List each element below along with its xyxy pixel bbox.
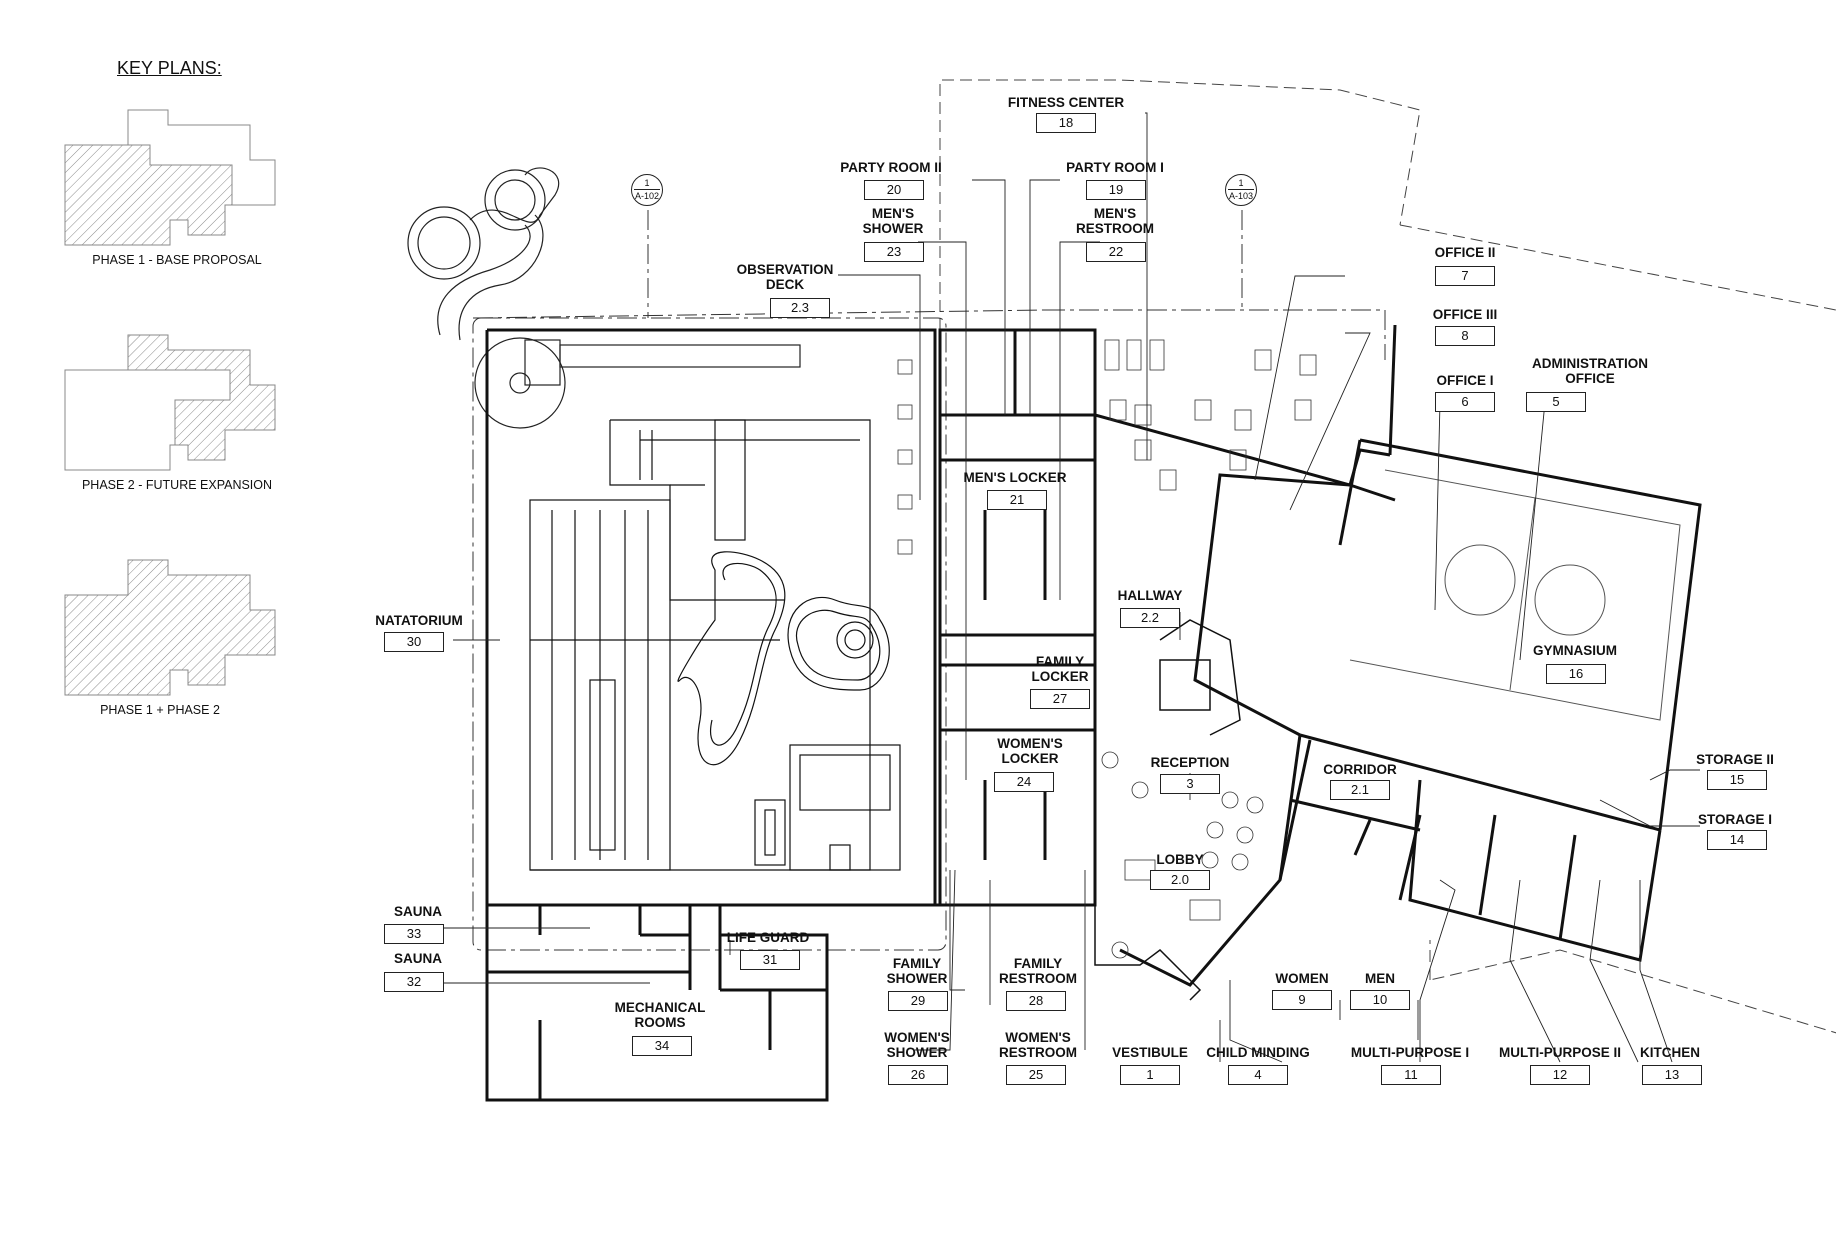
room-number-mens-restroom: 22 [1086, 242, 1146, 262]
property-line [939, 79, 1836, 1034]
room-label-hallway: HALLWAY [1117, 588, 1183, 603]
room-label-multi-purpose-1: MULTI-PURPOSE I [1350, 1045, 1470, 1060]
room-label-child-minding: CHILD MINDING [1206, 1045, 1310, 1060]
room-label-corridor: CORRIDOR [1323, 762, 1397, 777]
key-plan-phase-1-plus-2 [64, 559, 276, 696]
room-number-office-2: 7 [1435, 266, 1495, 286]
gridline [472, 210, 1386, 951]
room-number-sauna-33: 33 [384, 924, 444, 944]
room-label-multi-purpose-2: MULTI-PURPOSE II [1498, 1045, 1621, 1060]
east-wing-walls [1093, 324, 1702, 987]
room-label-mens-shower: MEN'S SHOWER [862, 206, 924, 236]
room-label-mens-restroom: MEN'S RESTROOM [1075, 206, 1154, 236]
room-label-party-room-2: PARTY ROOM II [840, 160, 942, 175]
room-number-child-minding: 4 [1228, 1065, 1288, 1085]
key-plan-caption-phase-1-plus-2: PHASE 1 + PHASE 2 [100, 703, 220, 717]
room-number-family-locker: 27 [1030, 689, 1090, 709]
room-number-women: 9 [1272, 990, 1332, 1010]
support-rooms-walls [485, 905, 829, 1102]
room-number-administration-office: 5 [1526, 392, 1586, 412]
room-number-family-shower: 29 [888, 991, 948, 1011]
room-label-observation-deck: OBSERVATION DECK [736, 262, 834, 292]
key-plan-caption-phase-2: PHASE 2 - FUTURE EXPANSION [81, 478, 273, 492]
room-label-natatorium: NATATORIUM [375, 613, 463, 628]
room-label-family-restroom: FAMILY RESTROOM [998, 956, 1077, 986]
room-label-office-2: OFFICE II [1434, 245, 1496, 260]
room-number-natatorium: 30 [384, 632, 444, 652]
natatorium-walls [485, 328, 940, 907]
room-number-fitness-center: 18 [1036, 113, 1096, 133]
room-number-womens-locker: 24 [994, 772, 1054, 792]
room-label-administration-office: ADMINISTRATION OFFICE [1532, 356, 1648, 386]
room-number-reception: 3 [1160, 774, 1220, 794]
room-label-kitchen: KITCHEN [1640, 1045, 1700, 1060]
room-number-womens-shower: 26 [888, 1065, 948, 1085]
room-label-office-1: OFFICE I [1436, 373, 1494, 388]
room-label-gymnasium: GYMNASIUM [1533, 643, 1617, 658]
section-marker-a103: 1 A-103 [1225, 174, 1257, 206]
room-number-observation-deck: 2.3 [770, 298, 830, 318]
room-number-hallway: 2.2 [1120, 608, 1180, 628]
room-label-womens-shower: WOMEN'S SHOWER [884, 1030, 950, 1060]
room-label-women: WOMEN [1275, 971, 1329, 986]
room-number-life-guard: 31 [740, 950, 800, 970]
room-number-party-room-2: 20 [864, 180, 924, 200]
room-number-kitchen: 13 [1642, 1065, 1702, 1085]
room-label-office-3: OFFICE III [1432, 307, 1498, 322]
leisure-pool [677, 551, 890, 766]
locker-block-walls [938, 328, 1097, 907]
water-slide [407, 167, 801, 429]
section-marker-a102: 1 A-102 [631, 174, 663, 206]
room-number-office-1: 6 [1435, 392, 1495, 412]
room-number-vestibule: 1 [1120, 1065, 1180, 1085]
key-plan-caption-phase-1: PHASE 1 - BASE PROPOSAL [92, 253, 262, 267]
room-label-sauna-32: SAUNA [393, 951, 442, 966]
room-number-mechanical-rooms: 34 [632, 1036, 692, 1056]
room-label-womens-locker: WOMEN'S LOCKER [997, 736, 1063, 766]
room-number-multi-purpose-1: 11 [1381, 1065, 1441, 1085]
room-label-lobby: LOBBY [1156, 852, 1204, 867]
fitness-equipment [1104, 339, 1317, 491]
room-number-office-3: 8 [1435, 326, 1495, 346]
room-number-storage-1: 14 [1707, 830, 1767, 850]
room-number-mens-locker: 21 [987, 490, 1047, 510]
room-label-womens-restroom: WOMEN'S RESTROOM [998, 1030, 1077, 1060]
room-label-storage-1: STORAGE I [1697, 812, 1772, 827]
room-label-life-guard: LIFE GUARD [726, 930, 810, 945]
leader-lines [442, 112, 1700, 1063]
room-label-family-shower: FAMILY SHOWER [886, 956, 948, 986]
room-number-lobby: 2.0 [1150, 870, 1210, 890]
room-number-storage-2: 15 [1707, 770, 1767, 790]
room-number-sauna-32: 32 [384, 972, 444, 992]
room-label-party-room-1: PARTY ROOM I [1066, 160, 1164, 175]
lap-pool [529, 419, 871, 871]
room-label-men: MEN [1365, 971, 1395, 986]
room-number-multi-purpose-2: 12 [1530, 1065, 1590, 1085]
room-number-mens-shower: 23 [864, 242, 924, 262]
room-label-mechanical-rooms: MECHANICAL ROOMS [614, 1000, 706, 1030]
key-plans-title: KEY PLANS: [117, 58, 222, 78]
room-number-gymnasium: 16 [1546, 664, 1606, 684]
room-label-sauna-33: SAUNA [393, 904, 442, 919]
room-label-fitness-center: FITNESS CENTER [1007, 95, 1125, 110]
gymnasium-court [1349, 469, 1681, 721]
room-number-womens-restroom: 25 [1006, 1065, 1066, 1085]
wellness-pool [754, 744, 901, 871]
key-plan-phase-1 [64, 109, 276, 246]
key-plan-phase-2 [64, 334, 276, 471]
room-number-men: 10 [1350, 990, 1410, 1010]
room-label-storage-2: STORAGE II [1696, 752, 1774, 767]
observation-tables [897, 359, 913, 555]
room-label-reception: RECEPTION [1150, 755, 1230, 770]
room-number-party-room-1: 19 [1086, 180, 1146, 200]
room-label-family-locker: FAMILY LOCKER [1031, 654, 1089, 684]
room-number-corridor: 2.1 [1330, 780, 1390, 800]
room-label-mens-locker: MEN'S LOCKER [963, 470, 1067, 485]
room-number-family-restroom: 28 [1006, 991, 1066, 1011]
lobby-furniture [1101, 751, 1264, 959]
room-label-vestibule: VESTIBULE [1112, 1045, 1188, 1060]
